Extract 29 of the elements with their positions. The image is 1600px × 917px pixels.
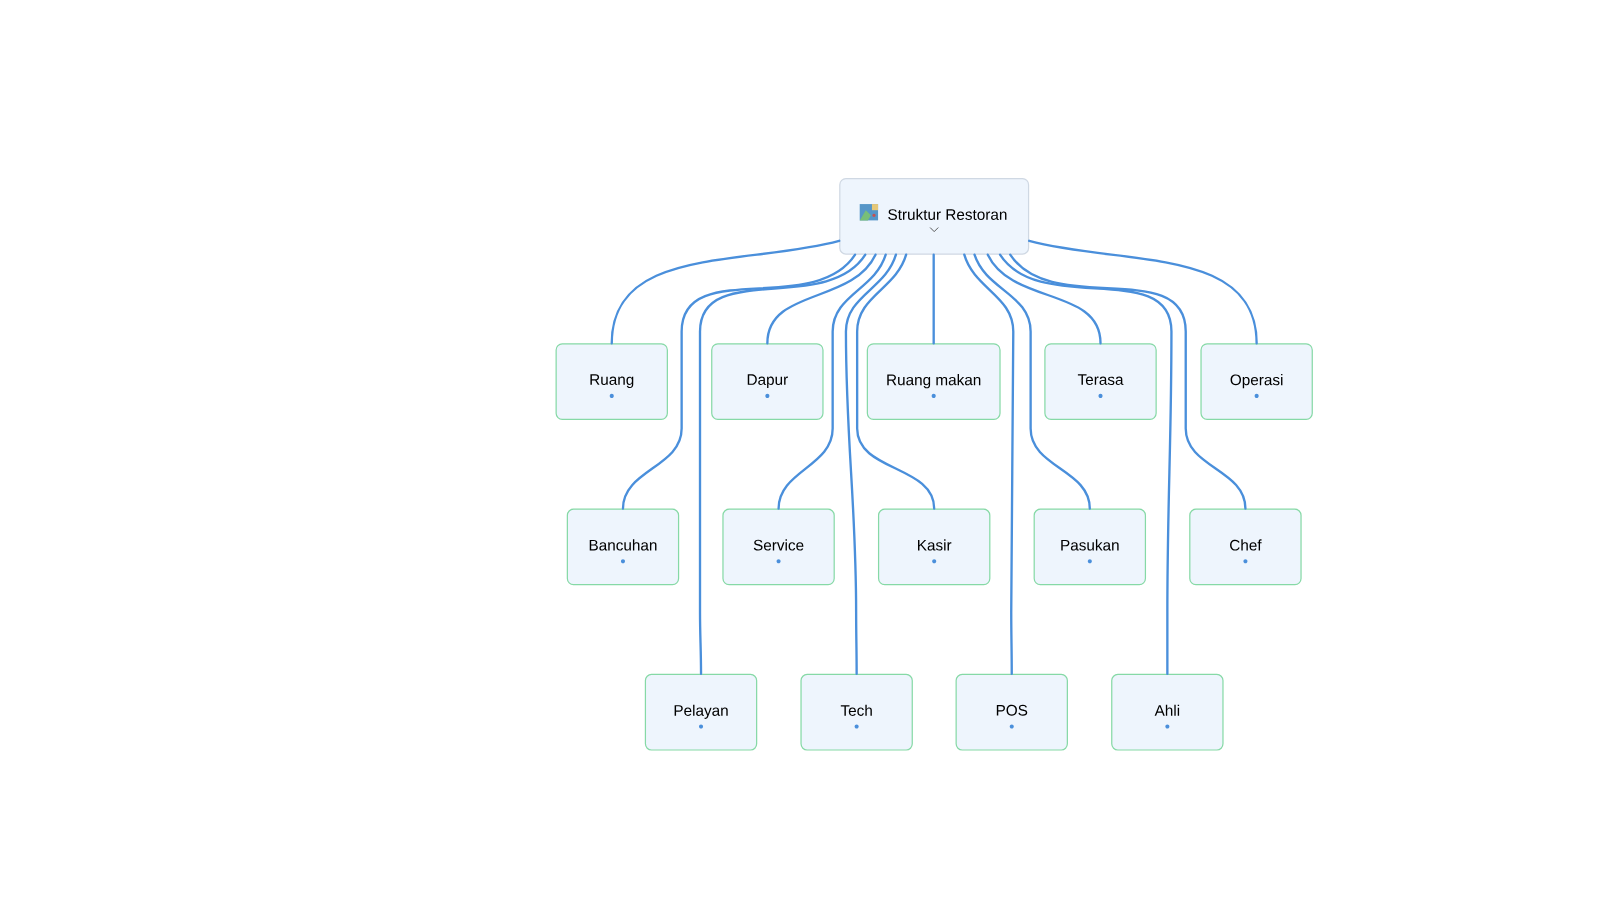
topic-box: Chef — [1189, 508, 1302, 586]
connector-line — [610, 239, 841, 345]
topic-box: Operasi — [1200, 343, 1313, 420]
connector-line — [932, 253, 935, 345]
connector-line — [1009, 253, 1247, 510]
topic-box: POS — [955, 673, 1068, 751]
topic-box: Bancuhan — [566, 508, 680, 586]
topic-box: Ruang makan — [866, 343, 1001, 420]
connector-line — [973, 253, 1091, 510]
topic-box: Ruang — [555, 343, 668, 420]
topic-box: Pelayan — [644, 673, 758, 751]
connector-line — [998, 253, 1173, 675]
topic-box: Dapur — [711, 343, 824, 420]
connector-line — [1028, 239, 1258, 345]
topic-box: Kasir — [877, 508, 991, 586]
connector-line — [963, 253, 1015, 675]
connector-line — [698, 253, 867, 675]
root-box: Struktur Restoran — [839, 177, 1030, 255]
connector-line — [766, 253, 877, 345]
connector-line — [621, 253, 857, 510]
topic-box: Terasa — [1044, 343, 1157, 420]
topic-box: Pasukan — [1033, 508, 1147, 586]
connector-line — [986, 253, 1102, 345]
connector-line — [844, 253, 898, 675]
connector-line — [855, 253, 936, 510]
topic-box: Service — [722, 508, 835, 586]
connector-line — [777, 253, 887, 510]
topic-box: Ahli — [1111, 673, 1224, 751]
topic-box: Tech — [800, 673, 913, 751]
